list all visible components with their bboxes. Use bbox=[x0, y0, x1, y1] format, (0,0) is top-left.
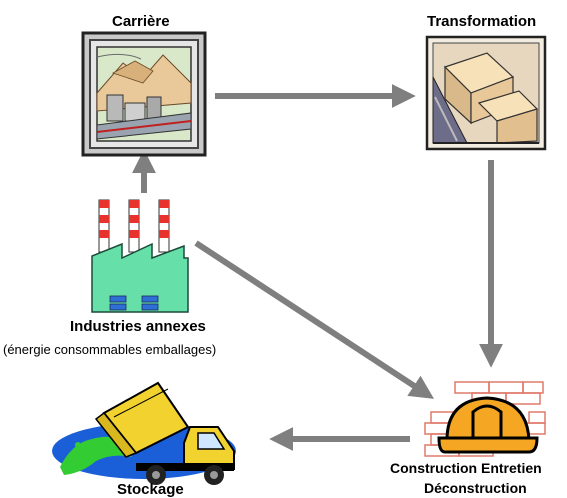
stockage-label: Stockage bbox=[117, 481, 184, 498]
industries-sublabel: (énergie consommables emballages) bbox=[3, 342, 217, 357]
construction-label-line2: Déconstruction bbox=[424, 480, 527, 496]
industries-label: Industries annexes bbox=[70, 318, 206, 335]
transformation-label: Transformation bbox=[427, 13, 537, 30]
arrow-industries-to-construction bbox=[194, 240, 435, 399]
chimney-3 bbox=[158, 199, 170, 253]
carriere-label: Carrière bbox=[112, 13, 170, 30]
construction-label-line1: Construction Entretien bbox=[390, 460, 542, 476]
